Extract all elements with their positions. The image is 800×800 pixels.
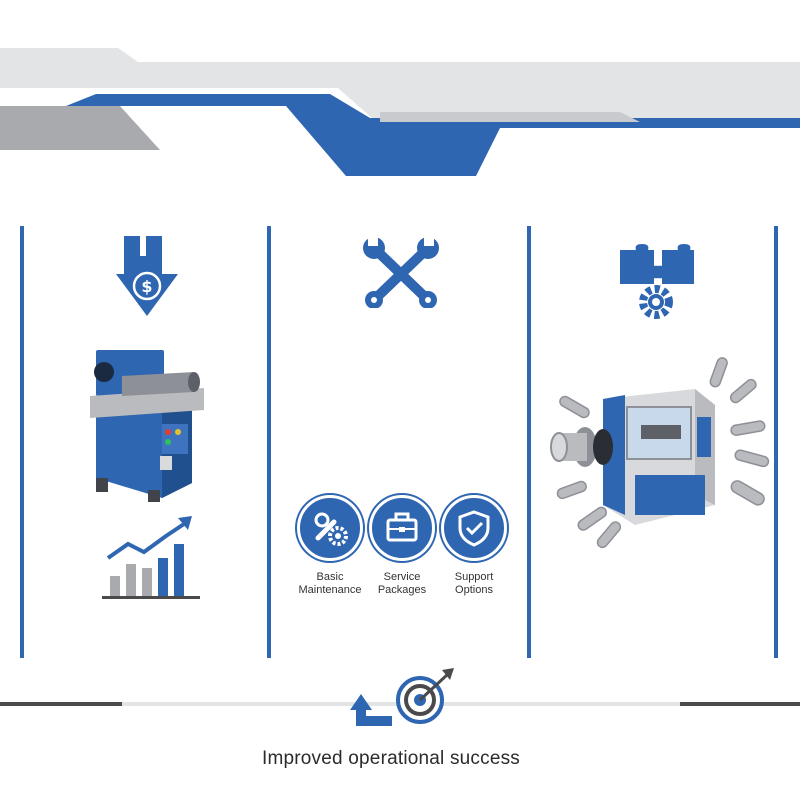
footer-caption: Improved operational success (261, 748, 520, 769)
divider-2 (267, 226, 271, 658)
divider-4 (774, 226, 778, 658)
dollar-down-arrow-icon: $ (116, 236, 178, 316)
footer-line-dark-right (680, 702, 800, 706)
footer-line-dark-left (0, 702, 122, 706)
cnc-lathe-machine (550, 357, 770, 549)
divider-3 (527, 226, 531, 658)
wrench-gear-icon (314, 512, 348, 546)
support-options-label: Support Options (454, 571, 494, 596)
header-blue-band (66, 94, 800, 176)
wrench-cross-icon (363, 238, 439, 308)
divider-1 (20, 226, 24, 658)
puzzle-gear-icon (620, 244, 694, 319)
svg-text:$: $ (141, 277, 152, 296)
tube-cutting-machine (90, 350, 204, 502)
target-arrow-icon (350, 668, 454, 726)
briefcase-icon (386, 512, 418, 542)
basic-maintenance-label: Basic Maintenance (298, 571, 362, 596)
basic-maintenance-badge (297, 495, 363, 561)
bar-chart-growth-icon (102, 516, 200, 599)
header-gray-band (0, 106, 160, 150)
header-gray-tail (380, 112, 640, 122)
service-packages-badge (369, 495, 435, 561)
support-options-badge (441, 495, 507, 561)
header-light-band (0, 48, 800, 118)
service-packages-label: Service Packages (377, 571, 427, 596)
header-banner (0, 48, 800, 176)
shield-check-icon (458, 510, 490, 547)
